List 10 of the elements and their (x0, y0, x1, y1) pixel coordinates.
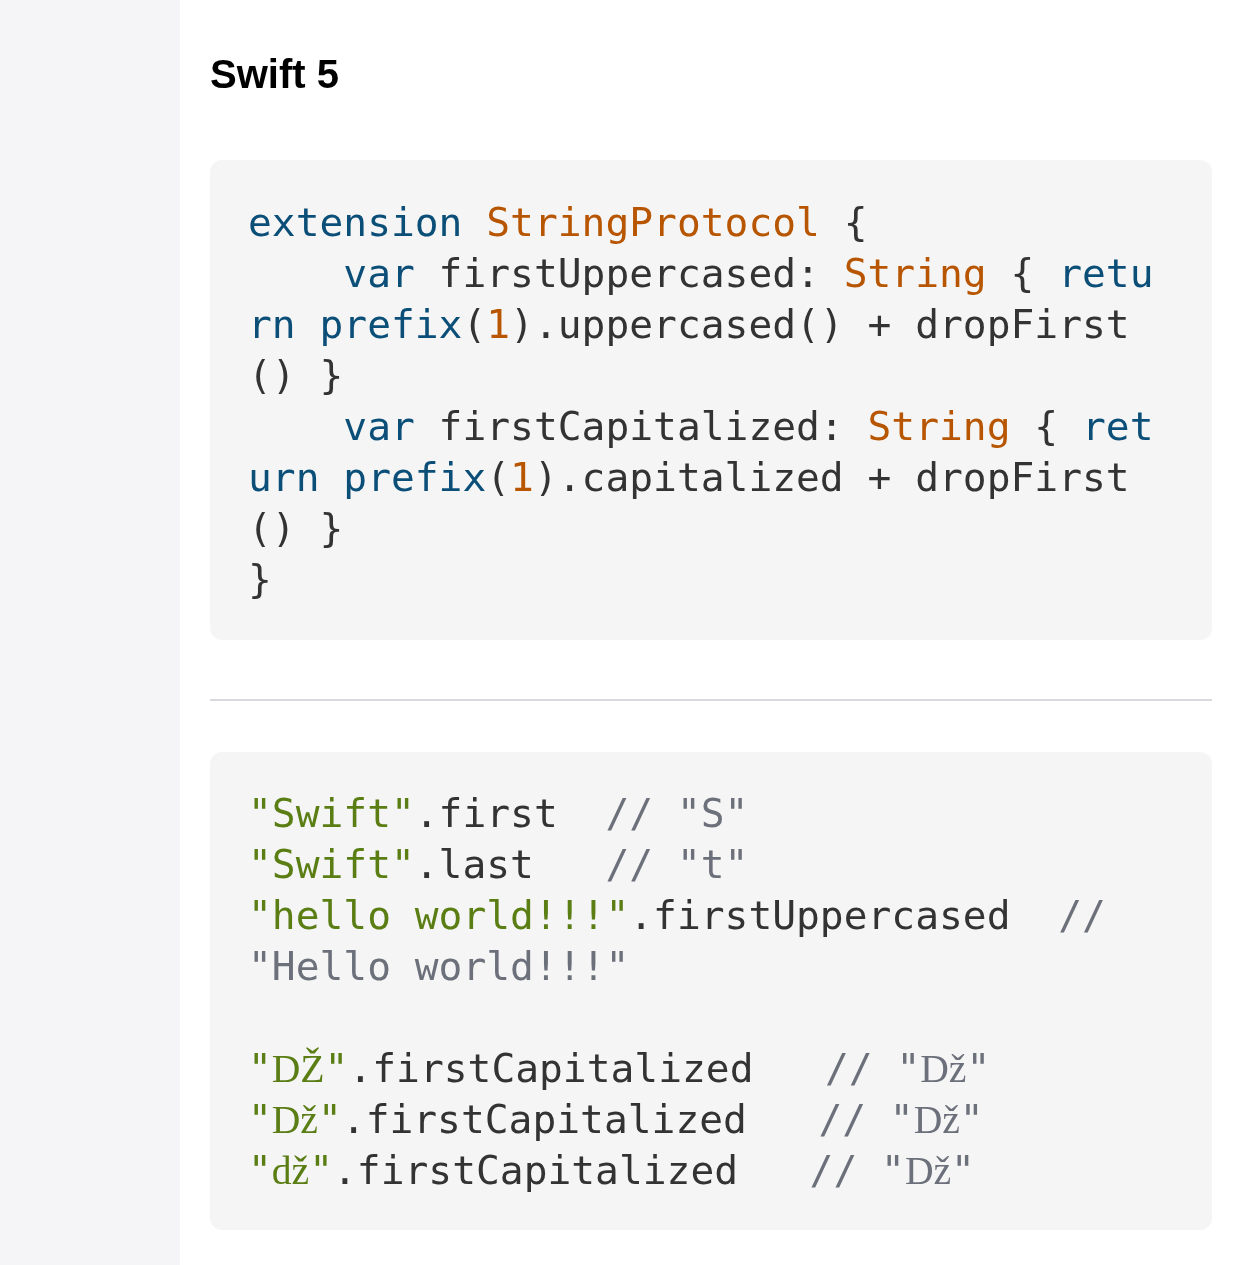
code-line: "Swift".last // "t" (248, 840, 750, 889)
code-line: extension StringProtocol { (248, 198, 869, 247)
code-line: "ǅ".firstCapitalized // "ǅ" (248, 1095, 985, 1144)
code-line: "Ǆ".firstCapitalized // "ǅ" (248, 1044, 992, 1093)
page-heading: Swift 5 (210, 52, 339, 97)
code-line: var firstCapitalized: String { return prefix(1).capitalized + dropFirst() } (248, 402, 1154, 553)
code-line: "Swift".first // "S" (248, 789, 750, 838)
code-line: "ǆ".firstCapitalized // "ǅ" (248, 1146, 976, 1195)
code-line: "hello world!!!".firstUppercased // "Hello world!!!" (248, 891, 1107, 991)
code-line: } (248, 555, 273, 604)
